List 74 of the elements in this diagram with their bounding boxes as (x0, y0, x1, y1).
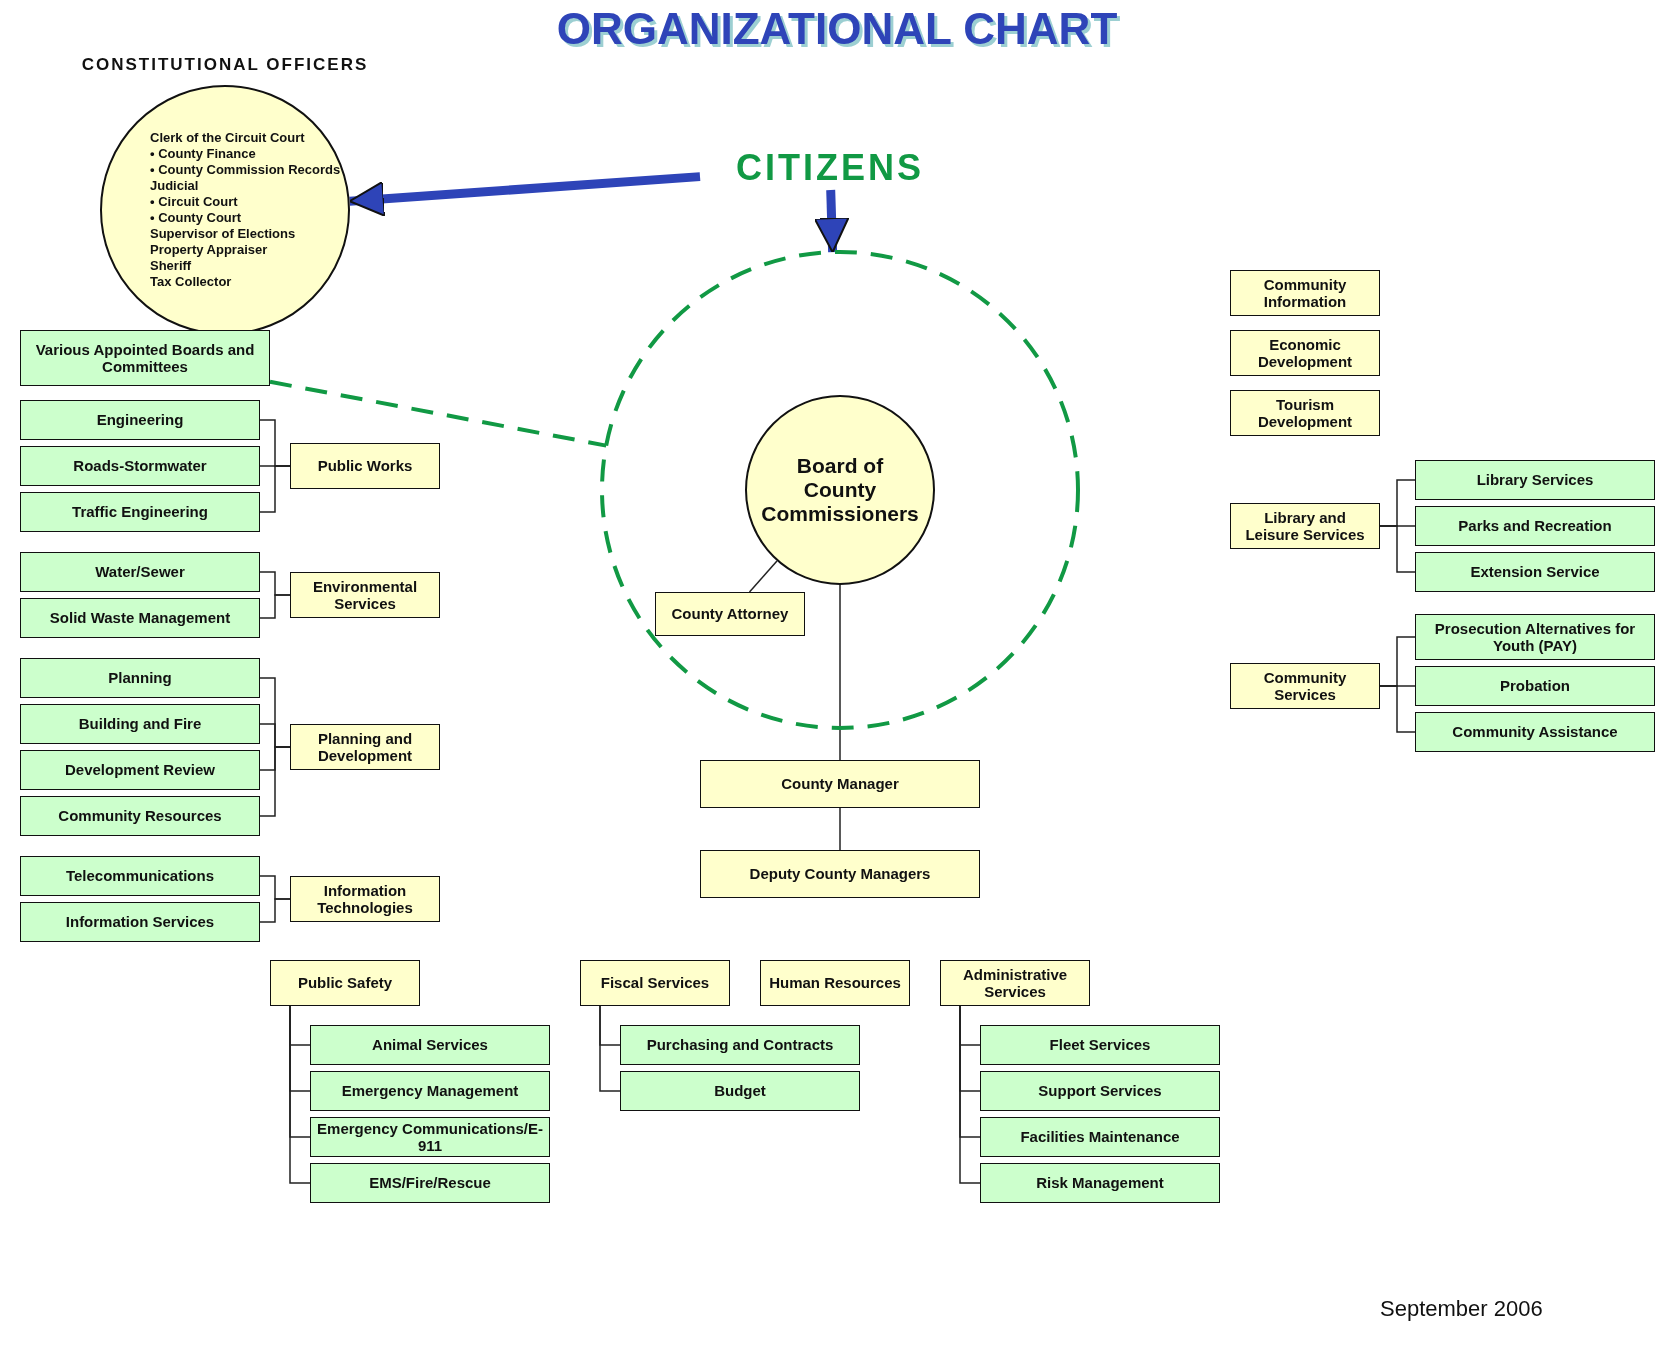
department-box: Community Information (1230, 270, 1380, 316)
unit-box: Water/Sewer (20, 552, 260, 592)
connector-line (748, 560, 778, 593)
connector-line (259, 746, 291, 817)
connector-line (259, 594, 291, 619)
unit-box: Community Assistance (1415, 712, 1655, 752)
office-box: County Manager (700, 760, 980, 808)
unit-box: Facilities Maintenance (980, 1117, 1220, 1157)
unit-box: Information Services (20, 902, 260, 942)
unit-box: Extension Service (1415, 552, 1655, 592)
department-box: Economic Development (1230, 330, 1380, 376)
department-box: Information Technologies (290, 876, 440, 922)
list-item: Tax Collector (150, 274, 232, 290)
unit-box: Risk Management (980, 1163, 1220, 1203)
department-box: Environmental Services (290, 572, 440, 618)
unit-box: Engineering (20, 400, 260, 440)
chart-title: ORGANIZATIONAL CHART (555, 4, 1119, 54)
list-item: • Circuit Court (150, 194, 238, 210)
list-item: Property Appraiser (150, 242, 268, 258)
unit-box: Probation (1415, 666, 1655, 706)
list-item: Clerk of the Circuit Court (150, 130, 305, 146)
circle-heading: CONSTITUTIONAL OFFICERS (80, 55, 370, 75)
department-box: Administrative Services (940, 960, 1090, 1006)
unit-box: Planning (20, 658, 260, 698)
office-box: Deputy County Managers (700, 850, 980, 898)
connector-line (259, 465, 291, 513)
connector-line (839, 807, 841, 851)
unit-box: Animal Services (310, 1025, 550, 1065)
unit-box: Emergency Communications/E-911 (310, 1117, 550, 1157)
unit-box: Prosecution Alternatives for Youth (PAY) (1415, 614, 1655, 660)
department-box: Fiscal Services (580, 960, 730, 1006)
connector-line (839, 584, 841, 761)
department-box: Public Works (290, 443, 440, 489)
list-item: Supervisor of Elections (150, 226, 296, 242)
connector-line (259, 898, 291, 923)
date-label: September 2006 (1380, 1296, 1543, 1322)
unit-box: Parks and Recreation (1415, 506, 1655, 546)
unit-box: Building and Fire (20, 704, 260, 744)
list-item: • County Commission Records (150, 162, 341, 178)
citizens-label: CITIZENS (700, 145, 960, 190)
unit-box: Community Resources (20, 796, 260, 836)
unit-box: Purchasing and Contracts (620, 1025, 860, 1065)
unit-box: EMS/Fire/Rescue (310, 1163, 550, 1203)
unit-box: Solid Waste Management (20, 598, 260, 638)
unit-box: Fleet Services (980, 1025, 1220, 1065)
department-box: Library and Leisure Services (1230, 503, 1380, 549)
arrow (813, 189, 850, 254)
connector-line (959, 1005, 981, 1184)
unit-box: Various Appointed Boards and Committees (20, 330, 270, 386)
department-box: Planning and Development (290, 724, 440, 770)
list-item: • County Finance (150, 146, 256, 162)
department-box: Human Resources (760, 960, 910, 1006)
unit-box: Telecommunications (20, 856, 260, 896)
unit-box: Roads-Stormwater (20, 446, 260, 486)
list-item: Sheriff (150, 258, 192, 274)
connector-line (289, 1005, 311, 1184)
list-item: Judicial (150, 178, 199, 194)
arrow (348, 172, 701, 217)
unit-box: Traffic Engineering (20, 492, 260, 532)
list-item: • County Court (150, 210, 242, 226)
unit-box: Support Services (980, 1071, 1220, 1111)
department-box: Tourism Development (1230, 390, 1380, 436)
unit-box: Budget (620, 1071, 860, 1111)
connector-line (1379, 525, 1416, 573)
department-box: Community Services (1230, 663, 1380, 709)
connector-line (599, 1005, 621, 1092)
unit-box: Library Services (1415, 460, 1655, 500)
unit-box: Development Review (20, 750, 260, 790)
dashed-line (269, 379, 607, 448)
connector-line (1379, 685, 1416, 733)
department-box: Public Safety (270, 960, 420, 1006)
board-circle: Board of County Commissioners (745, 395, 935, 585)
office-box: County Attorney (655, 592, 805, 636)
unit-box: Emergency Management (310, 1071, 550, 1111)
